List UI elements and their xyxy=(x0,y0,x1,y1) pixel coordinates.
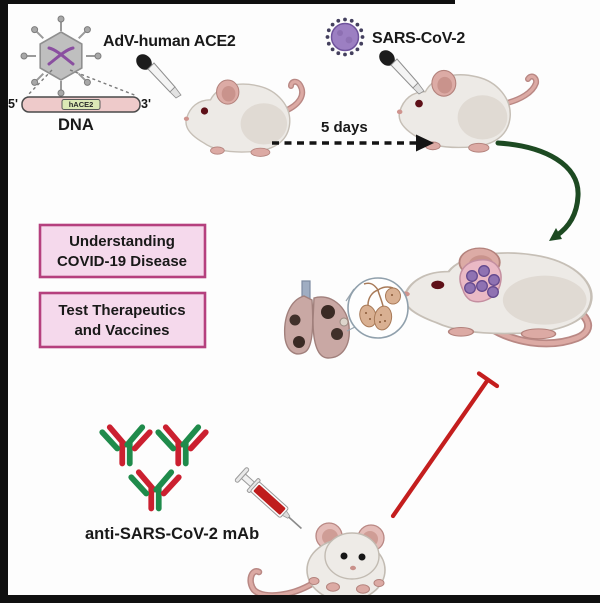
mouse-mab-treated xyxy=(247,522,386,602)
syringe-liquid xyxy=(253,484,286,515)
dna-construct xyxy=(21,96,141,113)
interval-label: 5 days xyxy=(321,119,368,136)
box2-line1: Test Therapeutics xyxy=(58,302,185,319)
sars-label: SARS-CoV-2 xyxy=(372,30,465,47)
adenovirus-icon xyxy=(20,15,102,97)
alveoli-magnifier-icon xyxy=(345,277,409,339)
alveoli-sacs xyxy=(359,287,401,331)
needle xyxy=(288,516,302,530)
adv-label: AdV-human ACE2 xyxy=(103,33,236,50)
hace2-gene-label: hACE2 xyxy=(69,100,94,109)
virion-particles xyxy=(464,265,500,298)
left-eye xyxy=(340,552,348,560)
right-eye xyxy=(358,553,366,561)
t-bar xyxy=(476,371,500,389)
box-therapeutics xyxy=(38,291,207,349)
red-inhibition-line xyxy=(390,371,500,519)
mouse-2-tail xyxy=(500,73,540,107)
dashed-timeline-arrow xyxy=(272,134,434,152)
five-prime-label: 5' xyxy=(8,97,18,111)
frame-left xyxy=(0,0,8,603)
frame-bottom xyxy=(0,595,600,603)
box1-line1: Understanding xyxy=(69,233,175,250)
construct-dashed-lines xyxy=(26,69,138,97)
three-prime-label: 3' xyxy=(141,97,151,111)
box2-line2: and Vaccines xyxy=(74,322,169,339)
alveoli-speckles xyxy=(365,294,393,323)
mouse-1-tail xyxy=(282,78,306,114)
mab-label: anti-SARS-CoV-2 mAb xyxy=(85,525,259,543)
lung-lesions xyxy=(289,305,349,348)
green-curved-arrow xyxy=(495,140,581,241)
viral-dna-squiggle xyxy=(47,46,75,66)
box-understanding xyxy=(38,223,207,279)
infected-lungs-icon xyxy=(283,280,350,359)
bronchiole-stems xyxy=(363,282,394,307)
arrowhead xyxy=(416,134,434,152)
infected-lung-overlay xyxy=(459,259,502,303)
arrowhead xyxy=(549,228,562,241)
nose xyxy=(350,565,356,571)
frame-top xyxy=(0,0,455,4)
dna-label: DNA xyxy=(58,116,94,134)
sars-cov-2-virion-icon xyxy=(325,17,365,57)
box1-line2: COVID-19 Disease xyxy=(57,253,187,270)
hace2-gene-segment xyxy=(61,99,101,110)
syringe-icon xyxy=(234,467,302,530)
